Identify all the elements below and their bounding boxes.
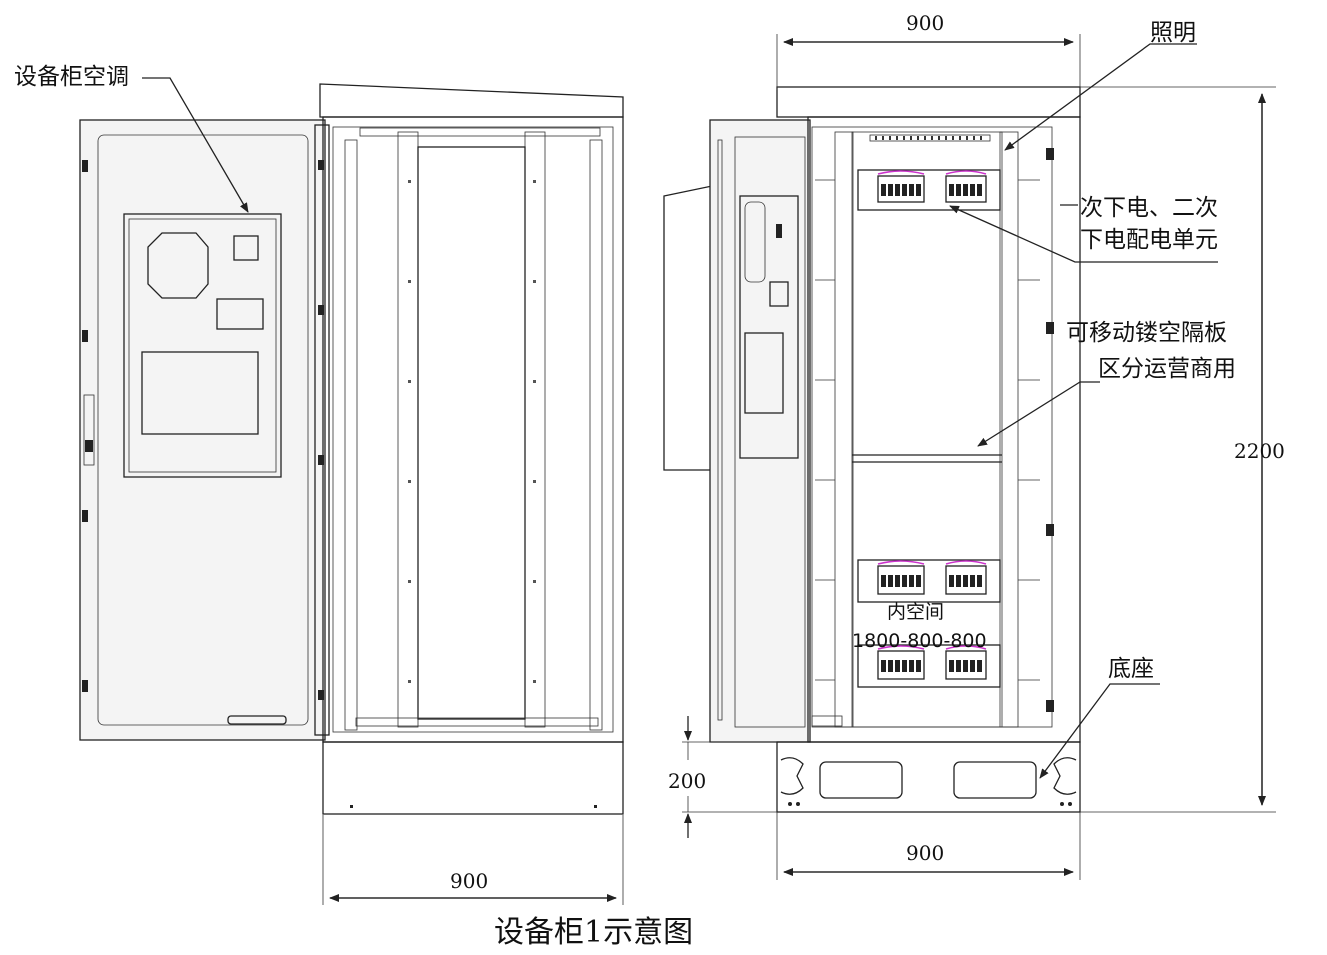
leader-base	[1039, 683, 1160, 779]
dim-base-height: 200	[668, 769, 706, 793]
label-base: 底座	[1108, 656, 1154, 682]
label-partition-line2: 区分运营商用	[1098, 356, 1236, 382]
leader-ac	[142, 77, 249, 213]
right-cabinet	[663, 86, 1081, 813]
label-partition-line1: 可移动镂空隔板	[1066, 320, 1227, 346]
base-height-dimension	[682, 716, 777, 838]
label-power-unit-line1: 次下电、二次	[1080, 195, 1218, 221]
figure-caption: 设备柜1示意图	[494, 915, 693, 950]
label-power-unit-line2: 下电配电单元	[1080, 227, 1218, 253]
label-air-conditioner: 设备柜空调	[14, 64, 129, 90]
label-inner-space: 内空间	[887, 601, 944, 623]
cabinet-base	[776, 741, 1081, 813]
left-door	[79, 119, 326, 741]
leader-lighting	[1004, 43, 1197, 151]
air-conditioner	[123, 213, 282, 478]
label-lighting: 照明	[1150, 20, 1196, 46]
dim-width-bottom-left: 900	[450, 869, 488, 893]
leader-power-unit	[949, 205, 1218, 263]
top-width-dimension	[776, 34, 1081, 90]
label-inner-dims: 1800-800-800	[852, 630, 987, 652]
bottom-width-dimension	[776, 812, 1081, 880]
power-distribution-unit-top	[857, 169, 1001, 211]
leader-partition	[977, 381, 1100, 447]
power-distribution-unit-lower	[857, 559, 1001, 688]
height-dimension	[1080, 86, 1276, 813]
left-cabinet	[79, 83, 624, 815]
dim-width-top: 900	[906, 11, 944, 35]
left-width-dimension	[322, 815, 624, 905]
dim-height-total: 2200	[1234, 439, 1285, 463]
dim-width-bottom-right: 900	[906, 841, 944, 865]
